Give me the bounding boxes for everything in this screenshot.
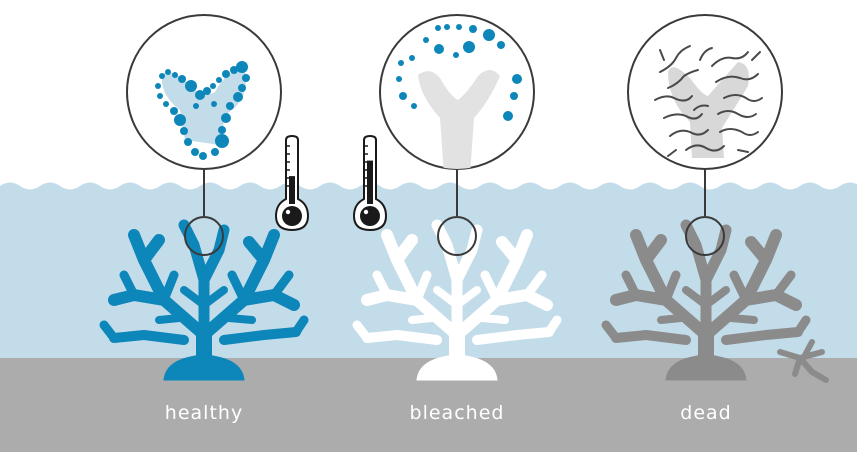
healthy-magnifier [127,15,281,169]
dead-magnifier [628,15,782,169]
label-bleached: bleached [357,402,557,424]
thermometer-icon [354,136,386,230]
bleached-magnifier [380,15,534,175]
label-dead: dead [606,402,806,424]
thermometer-icon [276,136,308,230]
label-healthy: healthy [104,402,304,424]
